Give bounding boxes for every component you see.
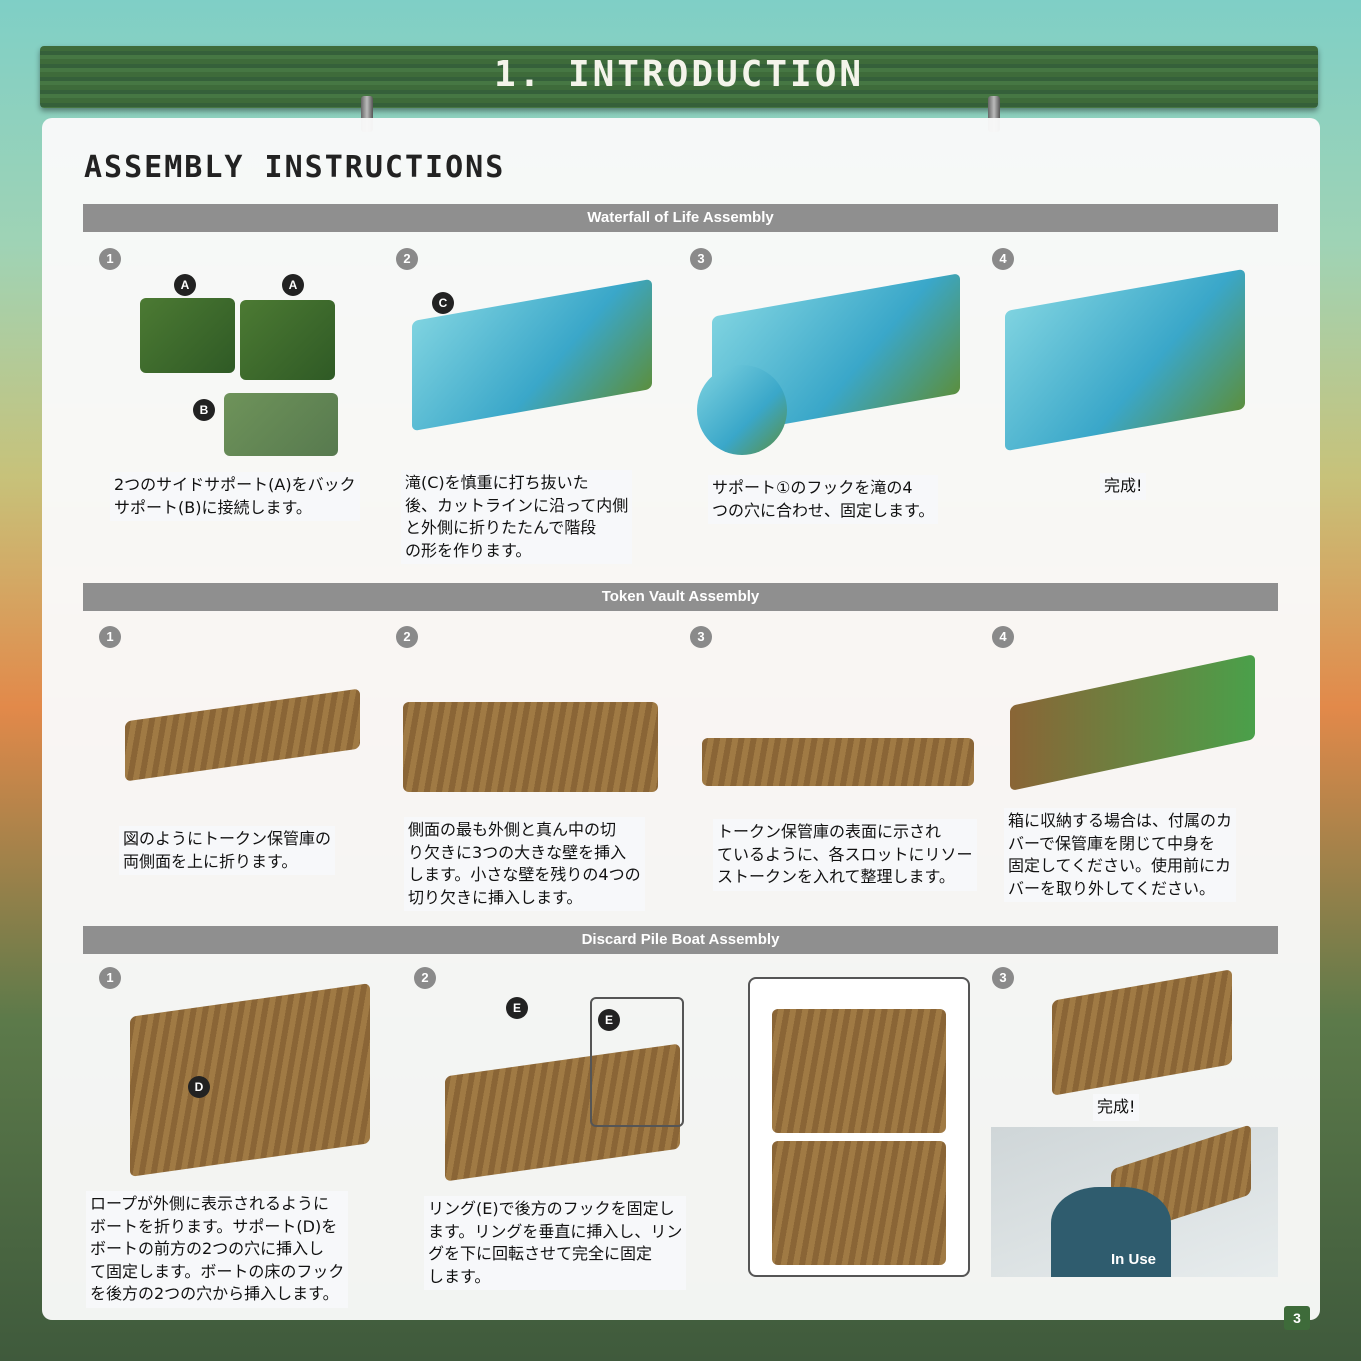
step-text: 側面の最も外側と真ん中の切 り欠きに3つの大きな壁を挿入 します。小さな壁を残り… <box>404 817 645 911</box>
step-text: リング(E)で後方のフックを固定し ます。リングを垂直に挿入し、リン グを下に回… <box>424 1196 687 1290</box>
part-label-a: A <box>282 274 304 296</box>
token-vault-walls-illustration <box>403 702 658 792</box>
step-text: ロープが外側に表示されるように ボートを折ります。サポート(D)を ボートの前方… <box>86 1191 349 1308</box>
ring-rotate-detail <box>772 1141 946 1265</box>
side-support-illustration <box>140 298 235 373</box>
section-header-waterfall: Waterfall of Life Assembly <box>83 204 1278 232</box>
step-text: 箱に収納する場合は、付属のカ バーで保管庫を閉じて中身を 固定してください。使用… <box>1004 808 1237 902</box>
step-number: 4 <box>992 248 1014 270</box>
step-number: 3 <box>690 626 712 648</box>
hook-detail-illustration <box>697 365 787 455</box>
part-label-a: A <box>174 274 196 296</box>
in-use-label: In Use <box>1111 1251 1157 1268</box>
step-number: 1 <box>99 626 121 648</box>
chapter-title: 1. INTRODUCTION <box>493 54 865 95</box>
part-label-d: D <box>188 1076 210 1098</box>
step-text: サポート①のフックを滝の4 つの穴に合わせ、固定します。 <box>708 475 939 524</box>
ring-insert-detail <box>772 1009 946 1133</box>
part-label-b: B <box>193 399 215 421</box>
step-number: 2 <box>396 626 418 648</box>
step-number: 3 <box>992 967 1014 989</box>
step-text: 完成! <box>1100 473 1147 500</box>
step-number: 4 <box>992 626 1014 648</box>
step-text: 滝(C)を慎重に打ち抜いた 後、カットラインに沿って内側 と外側に折りたたんで階… <box>401 470 633 564</box>
part-label-c: C <box>432 292 454 314</box>
page-number: 3 <box>1284 1306 1310 1330</box>
step-text: 図のようにトークン保管庫の 両側面を上に折ります。 <box>119 826 336 875</box>
step-number: 2 <box>414 967 436 989</box>
back-support-illustration <box>224 393 338 456</box>
step-number: 1 <box>99 967 121 989</box>
section-header-discard-boat: Discard Pile Boat Assembly <box>83 926 1278 954</box>
step-text: 完成! <box>1093 1094 1140 1121</box>
step-number: 1 <box>99 248 121 270</box>
part-label-e: E <box>598 1009 620 1031</box>
detail-callout-box <box>590 997 684 1127</box>
bag-illustration <box>1051 1187 1171 1277</box>
step-number: 3 <box>690 248 712 270</box>
in-use-photo: In Use <box>991 1124 1278 1277</box>
step-text: トークン保管庫の表面に示され ているように、各スロットにリソー ストークンを入れ… <box>713 819 977 891</box>
page-title: ASSEMBLY INSTRUCTIONS <box>84 150 506 185</box>
step-number: 2 <box>396 248 418 270</box>
token-vault-tokens-illustration <box>702 738 974 786</box>
ring-detail-box <box>748 977 970 1277</box>
step-text: 2つのサイドサポート(A)をバック サポート(B)に接続します。 <box>110 472 360 521</box>
section-header-token-vault: Token Vault Assembly <box>83 583 1278 611</box>
part-label-e: E <box>506 997 528 1019</box>
boat-fold-illustration <box>130 983 370 1177</box>
chapter-header-plank: 1. INTRODUCTION <box>40 46 1318 108</box>
side-support-illustration <box>240 300 335 380</box>
